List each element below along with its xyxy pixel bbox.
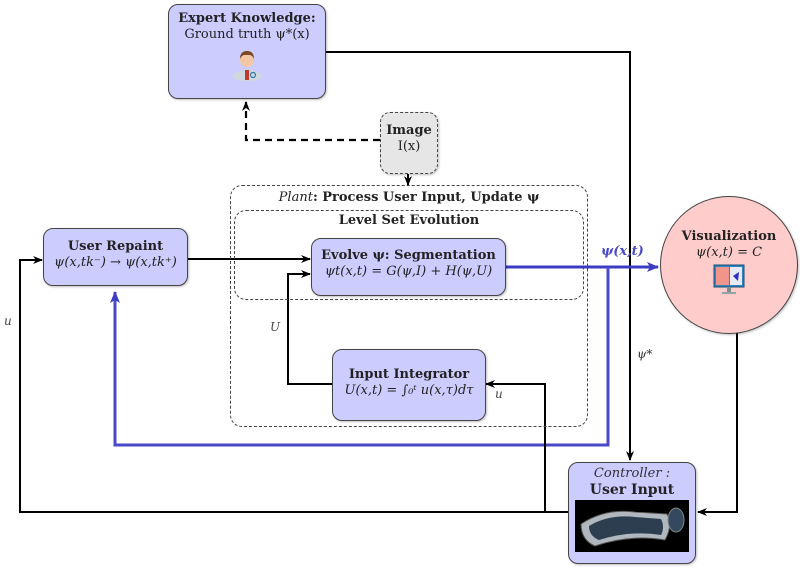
evolve-title: Evolve ψ: Segmentation	[321, 248, 496, 263]
controller-italic-label: Controller :	[593, 466, 671, 481]
plant-container	[230, 185, 588, 427]
expert-title: Expert Knowledge:	[178, 11, 316, 26]
edge-controller-to-repaint	[19, 256, 568, 513]
visualization-node[interactable]: Visualization ψ(x,t) = C	[660, 196, 798, 334]
expert-knowledge-node[interactable]: Expert Knowledge: Ground truth ψ*(x)	[168, 4, 326, 99]
edge-label-u-integrator: u	[495, 387, 503, 401]
evolve-equation: ψt(x,t) = G(ψ,I) + H(ψ,U)	[324, 264, 493, 279]
image-title: Image	[386, 123, 432, 138]
controller-title: User Input	[589, 482, 675, 498]
edge-visualization-to-controller	[697, 330, 738, 516]
visualization-title: Visualization	[681, 229, 777, 244]
evolve-segmentation-node[interactable]: Evolve ψ: Segmentation ψt(x,t) = G(ψ,I) …	[311, 238, 506, 296]
edge-image-to-expert	[242, 101, 380, 142]
edge-label-psi-star: ψ*	[637, 347, 653, 361]
image-node[interactable]: Image I(x)	[380, 112, 438, 174]
visualization-equation: ψ(x,t) = C	[695, 245, 763, 260]
level-set-container	[234, 210, 584, 300]
edge-label-u-left: u	[4, 314, 12, 328]
edge-integrator-to-evolve	[287, 270, 332, 385]
plant-title: Plant: Process User Input, Update ψ	[230, 190, 588, 205]
monitor-icon	[713, 264, 745, 294]
expert-subtitle: Ground truth ψ*(x)	[184, 27, 310, 42]
user-repaint-node[interactable]: User Repaint ψ(x,tk⁻) → ψ(x,tk⁺)	[43, 228, 188, 286]
doctor-icon	[233, 51, 261, 82]
edge-psi-feedback-to-repaint	[110, 267, 610, 447]
image-subtitle: I(x)	[397, 139, 421, 154]
plant-title-label: : Process User Input, Update ψ	[312, 190, 540, 205]
repaint-equation: ψ(x,tk⁻) → ψ(x,tk⁺)	[54, 255, 177, 270]
plant-italic-label: Plant	[278, 190, 313, 205]
integrator-equation: U(x,t) = ∫₀ᵗ u(x,τ)dτ	[344, 383, 474, 398]
edge-label-U: U	[270, 320, 281, 334]
repaint-title: User Repaint	[67, 239, 164, 254]
edge-controller-to-integrator	[485, 380, 546, 512]
edge-expert-to-controller	[326, 51, 634, 461]
input-integrator-node[interactable]: Input Integrator U(x,t) = ∫₀ᵗ u(x,τ)dτ	[332, 349, 486, 421]
controller-user-input-node[interactable]: Controller : User Input	[568, 462, 696, 564]
level-set-title: Level Set Evolution	[338, 213, 480, 228]
keyboard-mouse-icon	[575, 500, 689, 552]
edge-label-psi-xt: ψ(x,t)	[601, 244, 644, 259]
integrator-title: Input Integrator	[348, 367, 470, 382]
